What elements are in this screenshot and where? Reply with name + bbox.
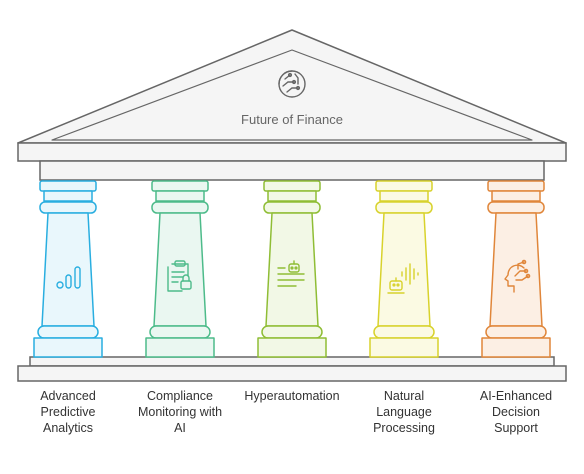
finance-globe-icon [278,70,306,98]
entablature-bottom [39,160,545,181]
pillars-layer [33,180,551,358]
voice-bot-icon [387,263,419,294]
pillar-label-1: Advanced Predictive Analytics [40,389,96,435]
pillar-label-3: Hyperautomation [244,389,340,403]
pillar-label-5: AI-Enhanced Decision Support [479,389,553,435]
bar-chart-icon [56,266,81,289]
pillar-label-4: Natural Language Processing [373,389,435,435]
ai-head-icon [504,259,531,293]
diagram-title: Future of Finance [241,112,343,127]
pillar-5 [481,180,551,358]
stylobate-bottom [17,365,567,382]
robot-list-icon [277,260,305,287]
pillar-2 [145,180,215,358]
stylobate-top [29,356,555,367]
roof-inner [51,49,533,141]
pillar-label-2: Compliance Monitoring with AI [137,389,223,435]
pillar-1 [33,180,103,358]
clipboard-lock-icon [167,260,192,292]
pillar-4 [369,180,439,358]
entablature-top [17,142,567,162]
